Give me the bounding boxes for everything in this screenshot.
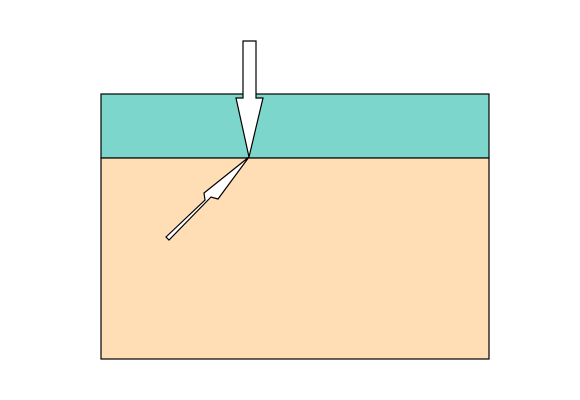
bottom-layer xyxy=(100,157,490,360)
refracted-arrow xyxy=(165,156,250,241)
incident-arrow xyxy=(235,40,264,158)
top-layer xyxy=(100,93,490,159)
